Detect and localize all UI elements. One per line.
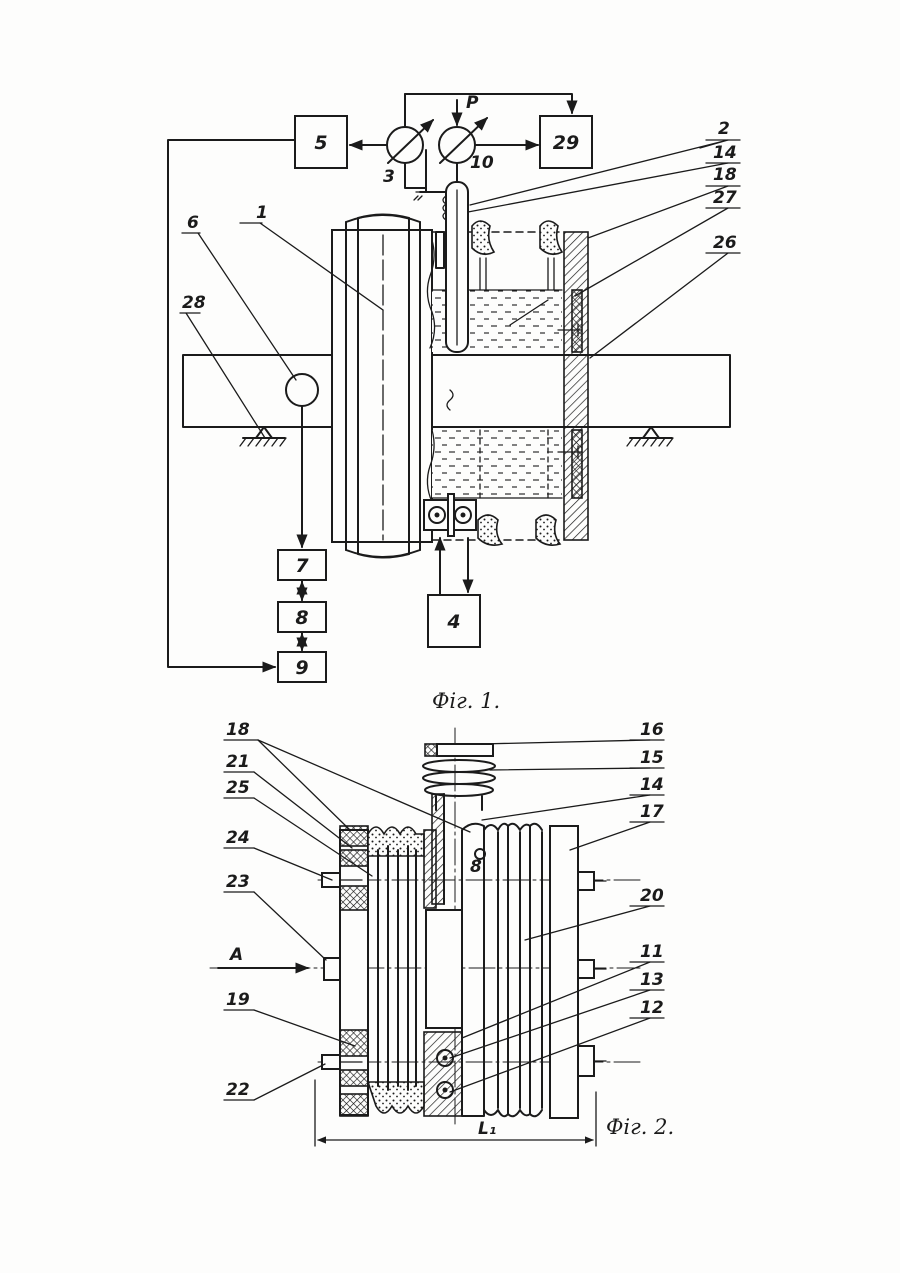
figure-2: 16 15 14 17 20 11 13 12 18 21 25 24 23 1…: [210, 720, 674, 1146]
callout-label-b7: 7: [295, 555, 309, 577]
callout-label-l25: 25: [226, 778, 250, 798]
callout-label-lA: A: [228, 945, 243, 965]
block-29: 29: [540, 116, 592, 168]
right-support: [627, 427, 673, 446]
callout-label-l24: 24: [226, 828, 250, 848]
bolt-22: [322, 1055, 340, 1069]
callout-label-l22: 22: [226, 1080, 250, 1100]
callout-label-l23: 23: [226, 872, 250, 892]
callout-label-l28: 28: [182, 293, 206, 313]
callout-label-lL1: L₁: [478, 1119, 496, 1139]
callout-label-b5: 5: [314, 132, 327, 154]
callout-label-lP: P: [466, 93, 479, 113]
block-8: 8: [278, 602, 326, 632]
callout-label-l21: 21: [226, 752, 250, 772]
drum: [332, 215, 432, 558]
bottom-rollers: [424, 494, 476, 536]
callout-label-l1: 1: [256, 203, 268, 223]
callout-label-l18: 18: [226, 720, 250, 740]
seal-bottom-left: [478, 515, 502, 545]
callout-label-l17: 17: [640, 802, 664, 822]
callout-label-l6: 6: [187, 213, 199, 233]
callout-label-b29: 29: [553, 132, 579, 154]
block-5: 5: [295, 116, 347, 168]
callout-label-l8: 8: [470, 857, 482, 877]
callout-label-l2: 2: [718, 119, 730, 139]
block-7: 7: [278, 550, 326, 580]
block-4: 4: [428, 595, 480, 647]
seal-top-left: [472, 221, 494, 254]
callout-label-l12: 12: [640, 998, 664, 1018]
callout-label-l19: 19: [226, 990, 250, 1010]
right-flange: [550, 826, 578, 1118]
callout-label-l20: 20: [640, 886, 664, 906]
bolt-23: [324, 958, 340, 980]
left-bellows: [368, 827, 424, 1113]
callout-label-l14: 14: [640, 775, 664, 795]
callout-label-l13: 13: [640, 970, 664, 990]
callout-label-l10: 10: [470, 153, 494, 173]
fig1-caption: Фіг. 1.: [432, 689, 500, 713]
seal-bottom-right: [536, 515, 560, 545]
sensor-6: [286, 374, 318, 406]
callout-label-l14: 14: [713, 143, 737, 163]
callout-label-l3: 3: [383, 167, 395, 187]
fig2-caption: Фіг. 2.: [606, 1115, 674, 1139]
callout-label-l27: 27: [713, 188, 737, 208]
callout-label-b4: 4: [446, 611, 460, 633]
block-9: 9: [278, 652, 326, 682]
callout-label-l15: 15: [640, 748, 664, 768]
seal-top-right: [540, 221, 562, 254]
callout-label-l18: 18: [713, 165, 737, 185]
figure-1: 5 29 7 8 9 4: [168, 93, 740, 713]
left-support: [240, 427, 286, 446]
callout-label-b9: 9: [295, 657, 308, 679]
callout-label-l16: 16: [640, 720, 664, 740]
callout-label-l26: 26: [713, 233, 737, 253]
callout-label-l11: 11: [640, 942, 664, 962]
callout-label-b8: 8: [295, 607, 308, 629]
shaft: [183, 355, 730, 427]
